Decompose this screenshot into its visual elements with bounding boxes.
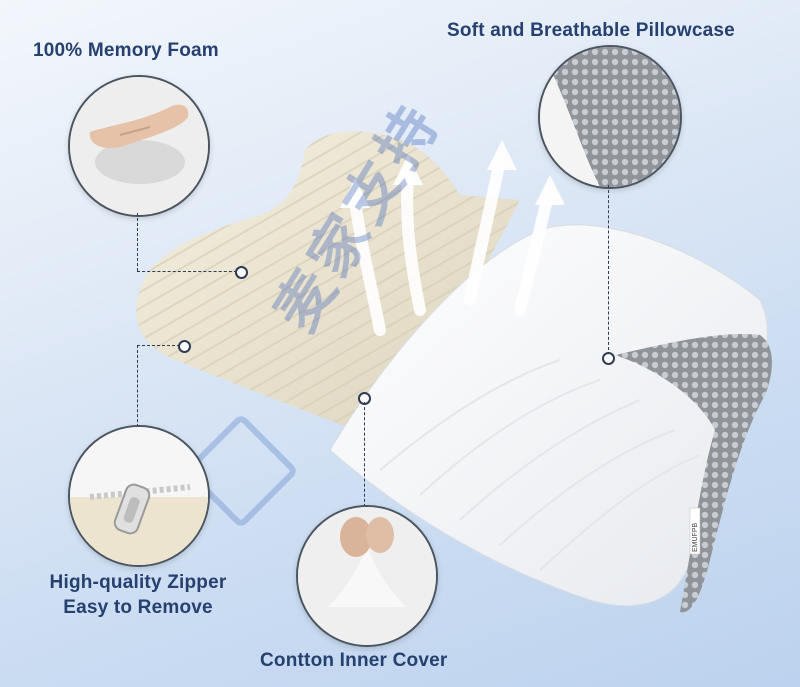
zipper-marker (178, 340, 191, 353)
memory-foam-marker (235, 266, 248, 279)
pillow-tag: EMUFPB (692, 523, 699, 553)
zipper-label-line2: Easy to Remove (63, 597, 213, 618)
zipper-callout-image (68, 425, 210, 567)
pinched-fabric-icon (298, 507, 436, 645)
memory-foam-leader-v (137, 213, 138, 271)
airflow-arrows (349, 154, 554, 336)
mesh-edge (615, 334, 772, 613)
pillowcase-leader-v (608, 185, 609, 355)
zipper-leader-h (137, 345, 180, 346)
inner-cover-label: Contton Inner Cover (260, 650, 448, 671)
inner-cover-leader-v (364, 402, 365, 507)
zipper-icon (70, 427, 208, 565)
pillowcase-label: Soft and Breathable Pillowcase (447, 20, 735, 41)
zipper-label-line1: High-quality Zipper (49, 572, 227, 593)
mesh-fabric-icon (540, 47, 680, 187)
inner-cover-callout-image (296, 505, 438, 647)
memory-foam-callout-image (68, 75, 210, 217)
zipper-leader-v (137, 345, 138, 427)
hand-print-icon (70, 77, 208, 215)
pillowcase-callout-image (538, 45, 682, 189)
memory-foam-leader-h (137, 271, 237, 272)
pillowcase-marker (602, 352, 615, 365)
memory-foam-label: 100% Memory Foam (33, 40, 219, 61)
